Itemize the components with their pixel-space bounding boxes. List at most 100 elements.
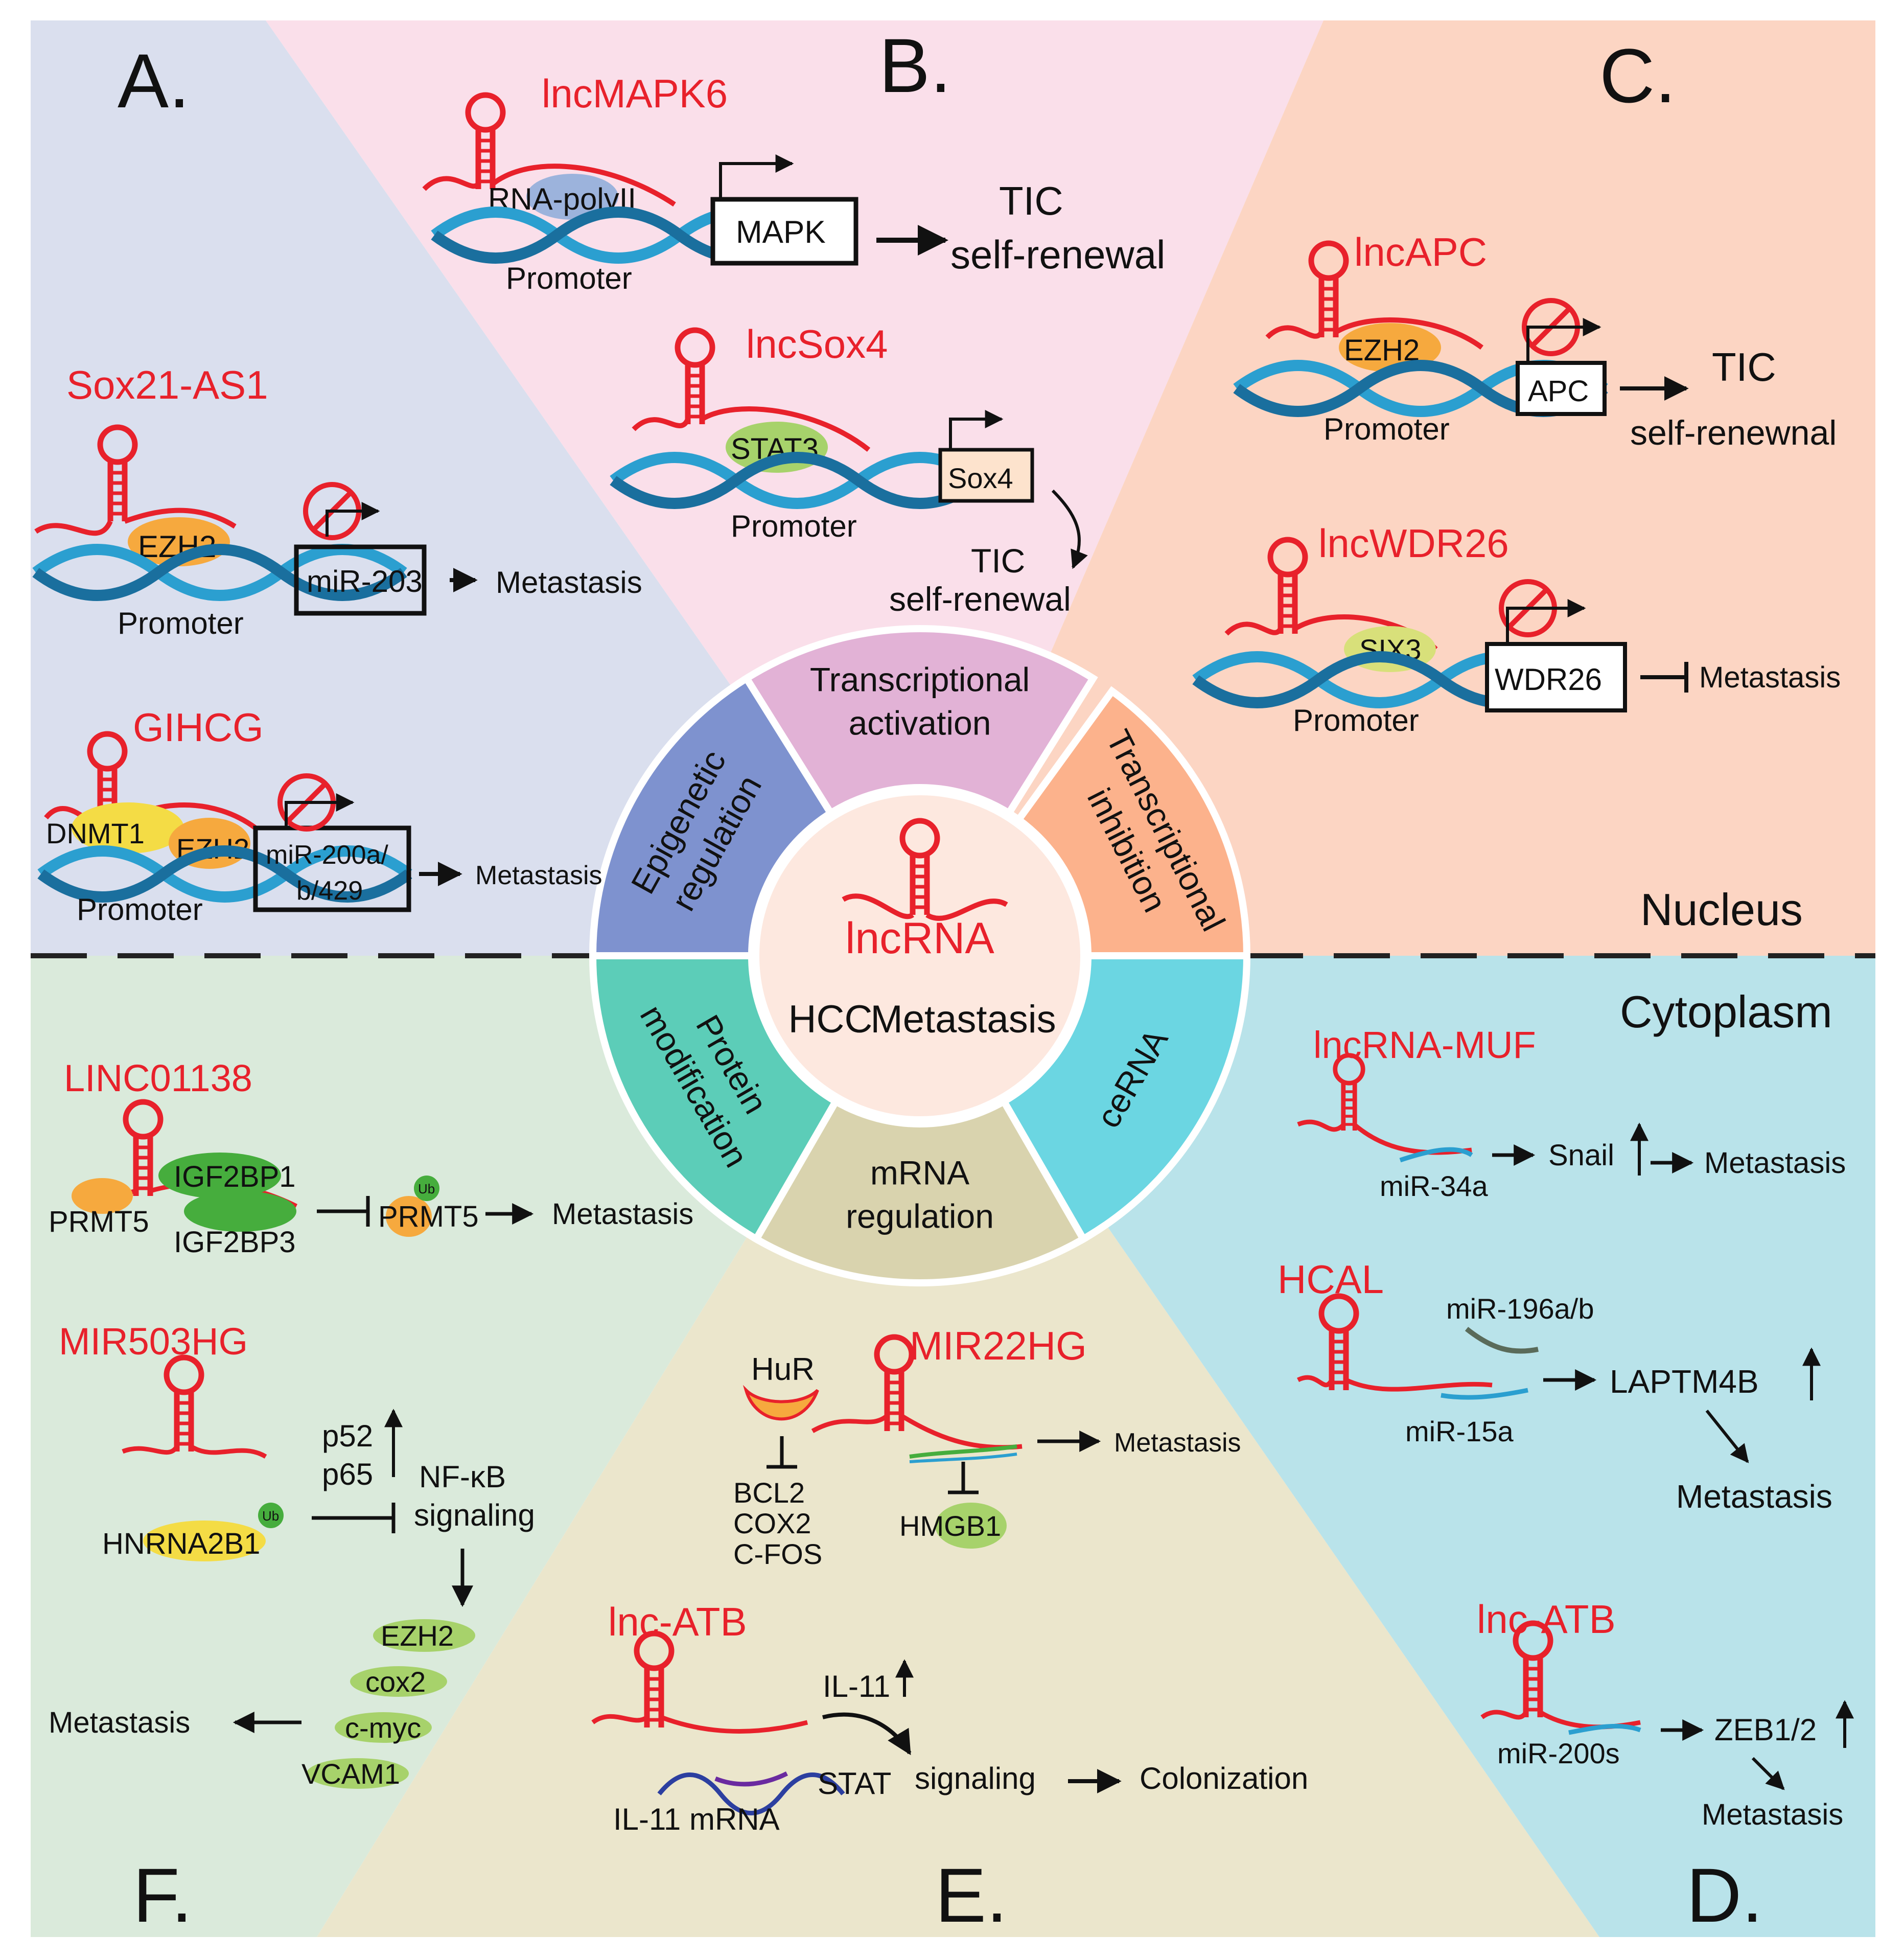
mapk-box <box>710 197 858 266</box>
mir-196-strand <box>1465 1327 1539 1354</box>
lnc-atb-label-d: lnc-ATB <box>1477 1597 1616 1642</box>
ezh2-gene-ellipse <box>373 1619 475 1652</box>
metastasis-label: Metastasis <box>496 565 642 600</box>
apc-label: APC <box>1528 375 1589 408</box>
wheel-seg-transcriptional-activation-label-2: activation <box>849 704 991 742</box>
lncmapk6-label: lncMAPK6 <box>542 71 728 116</box>
background-panels <box>31 20 1875 1942</box>
sox4-box <box>938 448 1034 503</box>
il-11-mrna-strand <box>657 1772 845 1815</box>
mir-200a-box <box>253 825 411 912</box>
panel-letter-d: D. <box>1686 1852 1763 1938</box>
laptm4b-label: LAPTM4B <box>1610 1363 1759 1400</box>
c-myc-gene-ellipse <box>335 1712 432 1743</box>
wheel: TranscriptionalactivationTranscriptional… <box>589 625 1251 1286</box>
mir-15a-strand <box>1441 1388 1528 1400</box>
tic-label-3: TIC <box>1712 344 1776 389</box>
panel-letter-a: A. <box>118 38 190 124</box>
metastasis-label-d3: Metastasis <box>1702 1798 1843 1831</box>
panel-e: MIR22HG HuR BCL2 COX2 C-FOS HMGB1 Metast… <box>591 1323 1308 1836</box>
igf2bp1-label: IGF2BP1 <box>174 1160 296 1193</box>
il-11-mrna-label: IL-11 mRNA <box>613 1802 780 1836</box>
nf-kb-label: NF-κB <box>419 1460 506 1494</box>
c-myc-gene-label: c-myc <box>345 1712 421 1744</box>
hmgb1-protein <box>935 1503 1007 1549</box>
ezh2-protein-c <box>1339 323 1441 372</box>
self-renewnal-label: self-renewnal <box>1630 413 1837 452</box>
promoter-label: Promoter <box>118 606 244 640</box>
mir-203-label: miR-203 <box>307 564 423 598</box>
lncwdr26-label: lncWDR26 <box>1318 521 1509 566</box>
panel-letter-f: F. <box>133 1852 193 1938</box>
panel-c: lncAPC EZH2 APC Promoter TIC self-renewn… <box>1196 229 1841 738</box>
lnc-atb-label-e: lnc-ATB <box>608 1599 747 1644</box>
cytoplasm-label: Cytoplasm <box>1620 986 1832 1037</box>
lncsox4-label: lncSox4 <box>746 321 888 366</box>
mir-200a-label-2: b/429 <box>296 876 363 906</box>
prmt5-protein <box>72 1178 133 1214</box>
metastasis-label-f2: Metastasis <box>49 1706 190 1739</box>
igf2bp3-label: IGF2BP3 <box>174 1226 296 1259</box>
nucleus-label: Nucleus <box>1640 884 1803 935</box>
linc01138-label: LINC01138 <box>64 1057 252 1099</box>
metastasis-label-c: Metastasis <box>1699 661 1841 694</box>
hur-protein <box>742 1385 819 1421</box>
zeb12-label: ZEB1/2 <box>1714 1713 1817 1747</box>
prmt5-target-protein <box>386 1196 432 1237</box>
promoter-label-3: Promoter <box>506 261 632 295</box>
center-hcc: HCC <box>788 998 873 1041</box>
cox2-gene-label: cox2 <box>365 1666 426 1698</box>
panel-a: Sox21-AS1 EZH2 miR-203 Promoter Metastas… <box>36 362 642 927</box>
mir-196ab-label: miR-196a/b <box>1446 1293 1594 1325</box>
il-11-label: IL-11 <box>823 1669 890 1703</box>
prmt5-target-label: PRMT5 <box>378 1200 479 1233</box>
mir-200s-strand <box>1568 1723 1641 1735</box>
mir503hg-label: MIR503HG <box>59 1320 248 1363</box>
panel-b: lncMAPK6 RNA-polyII MAPK Promoter TIC se… <box>422 71 1166 618</box>
panel-d: lncRNA-MUF miR-34a Snail Metastasis HCAL… <box>1278 1024 1854 1831</box>
mir-34a-strand <box>1399 1147 1473 1163</box>
mir-200a-label-1: miR-200a/ <box>266 840 388 870</box>
vcam1-gene-ellipse <box>307 1758 409 1789</box>
signaling-label-f: signaling <box>414 1498 535 1532</box>
snail-label: Snail <box>1548 1139 1614 1172</box>
metastasis-label-e: Metastasis <box>1114 1428 1241 1458</box>
gihcg-label: GIHCG <box>133 705 264 750</box>
wdr26-label: WDR26 <box>1495 662 1602 697</box>
wheel-seg-mrna-regulation-label-1: mRNA <box>870 1154 969 1192</box>
wheel-seg-transcriptional-activation-label-1: Transcriptional <box>810 661 1030 699</box>
prmt5-label: PRMT5 <box>49 1205 149 1238</box>
panel-d-bg <box>920 956 1875 1937</box>
metastasis-label-2: Metastasis <box>475 861 602 890</box>
promoter-label-4: Promoter <box>731 509 857 543</box>
vcam1-gene-label: VCAM1 <box>301 1758 400 1790</box>
apc-box <box>1516 361 1607 416</box>
panel-c-bg <box>920 20 1875 956</box>
ezh2-gene-label: EZH2 <box>381 1620 454 1652</box>
mir-34a-label: miR-34a <box>1380 1170 1488 1202</box>
promoter-label-6: Promoter <box>1293 703 1419 738</box>
dnmt1-protein <box>72 802 184 854</box>
igf2bp1-protein <box>158 1153 281 1199</box>
mir-200s-label: miR-200s <box>1497 1737 1620 1769</box>
ub-icon-2 <box>258 1503 284 1528</box>
mir-15a-label: miR-15a <box>1405 1415 1514 1447</box>
ub-label-2: Ub <box>262 1508 279 1524</box>
lncapc-label: lncAPC <box>1354 229 1487 274</box>
wdr26-box <box>1485 642 1627 712</box>
mirna-strand-e <box>909 1444 1017 1459</box>
panel-e-bg <box>317 956 1599 1937</box>
cox2-label: COX2 <box>733 1507 811 1539</box>
center-metastasis: Metastasis <box>870 998 1056 1041</box>
sox4-label: Sox4 <box>948 462 1013 494</box>
metastasis-label-f1: Metastasis <box>552 1197 693 1231</box>
p52-label: p52 <box>322 1419 373 1453</box>
hmgb1-label: HMGB1 <box>899 1510 1001 1542</box>
wheel-seg-mrna-regulation-label-2: regulation <box>846 1197 994 1235</box>
ub-label: Ub <box>418 1181 435 1196</box>
mapk-label: MAPK <box>736 215 826 250</box>
hnrna2b1-protein <box>143 1521 266 1561</box>
panel-letter-e: E. <box>935 1852 1008 1938</box>
promoter-label-5: Promoter <box>1323 412 1450 446</box>
sox21-as1-label: Sox21-AS1 <box>66 362 268 407</box>
